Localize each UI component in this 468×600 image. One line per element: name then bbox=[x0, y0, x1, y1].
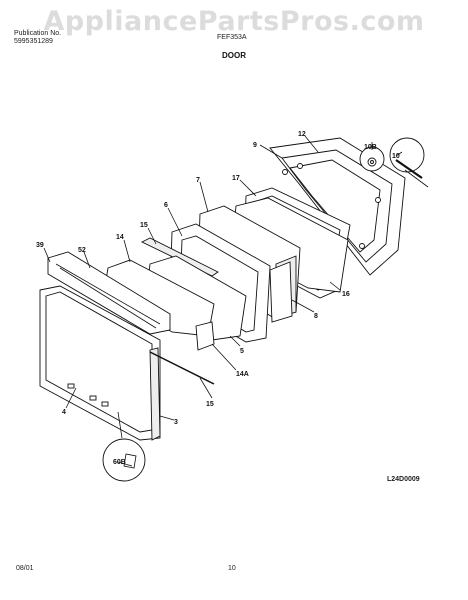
footer-page-number: 10 bbox=[228, 565, 236, 572]
door-frame-part bbox=[269, 137, 406, 276]
screw-10-detail bbox=[389, 137, 429, 188]
hinge-clips bbox=[67, 383, 109, 407]
leader-lines bbox=[43, 135, 403, 439]
outer-door-panel bbox=[39, 285, 161, 441]
trim-strip-3 bbox=[149, 347, 161, 441]
callout-60b: 60B bbox=[113, 459, 126, 466]
callout-15-top: 15 bbox=[140, 222, 148, 229]
publication-number: 5995351289 bbox=[14, 38, 53, 45]
panel-14a bbox=[195, 321, 215, 351]
callout-4: 4 bbox=[62, 409, 66, 416]
callout-16: 16 bbox=[342, 291, 350, 298]
model-number: FEF353A bbox=[217, 34, 247, 41]
section-title: DOOR bbox=[222, 51, 246, 60]
watermark-logo: AppliancePartsPros.com bbox=[43, 6, 425, 37]
callout-14: 14 bbox=[116, 234, 124, 241]
insulation-strip-8 bbox=[269, 261, 293, 323]
callout-10: 10 bbox=[392, 153, 400, 160]
publication-label: Publication No. bbox=[14, 30, 62, 37]
callout-8: 8 bbox=[314, 313, 318, 320]
callout-6: 6 bbox=[164, 202, 168, 209]
callout-3: 3 bbox=[174, 419, 178, 426]
screw-60b-detail bbox=[102, 438, 146, 482]
callout-39: 39 bbox=[36, 242, 44, 249]
footer-date: 08/01 bbox=[16, 565, 34, 572]
callout-5: 5 bbox=[240, 348, 244, 355]
callout-15-bottom: 15 bbox=[206, 401, 214, 408]
callout-52: 52 bbox=[78, 247, 86, 254]
trim-15-lower bbox=[149, 351, 215, 385]
callout-7: 7 bbox=[196, 177, 200, 184]
washer-10b-detail bbox=[359, 146, 385, 172]
callout-12: 12 bbox=[298, 131, 306, 138]
callout-14a: 14A bbox=[236, 371, 249, 378]
callout-9: 9 bbox=[253, 142, 257, 149]
diagram-code: L24D0009 bbox=[387, 476, 420, 483]
callout-17: 17 bbox=[232, 175, 240, 182]
callout-10b: 10B bbox=[364, 144, 377, 151]
door-handle-part bbox=[47, 251, 171, 335]
